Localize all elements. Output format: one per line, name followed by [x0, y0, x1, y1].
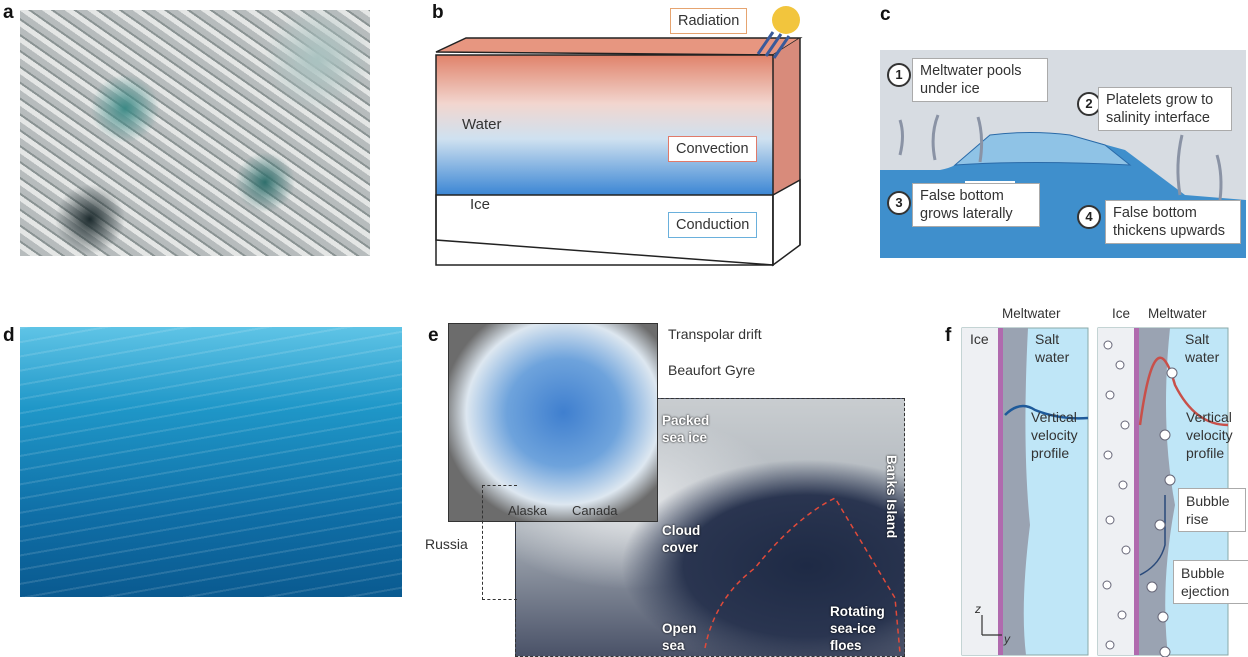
panel-e-label: e — [428, 325, 439, 346]
sea-ice-photo — [20, 10, 370, 256]
step-1-text: Meltwater pools under ice — [912, 58, 1048, 102]
open-sea-label: Open sea — [662, 621, 697, 653]
ice-label-left: Ice — [970, 331, 989, 347]
panel-c-label: c — [880, 4, 891, 25]
salt-water-label-left: Salt water — [1035, 331, 1070, 365]
step-4-badge: 4 — [1077, 205, 1101, 229]
step-2-text: Platelets grow to salinity interface — [1098, 87, 1232, 131]
transpolar-drift-label: Transpolar drift — [668, 326, 762, 342]
conduction-label: Conduction — [668, 212, 758, 238]
velocity-profile-label-right: Vertical velocity profile — [1186, 409, 1233, 461]
panel-f-label: f — [945, 325, 952, 346]
step-1-badge: 1 — [887, 63, 911, 87]
rotating-floes-label: Rotating sea-ice floes — [830, 604, 885, 653]
ice-label: Ice — [470, 196, 491, 213]
convection-label: Convection — [668, 136, 757, 162]
panel-d-label: d — [3, 325, 15, 346]
step-2-badge: 2 — [1077, 92, 1101, 116]
step-3-text: False bottom grows laterally — [912, 183, 1040, 227]
ocean-surface-render — [20, 327, 402, 597]
axis-z-label: z — [975, 602, 981, 616]
beaufort-gyre-label: Beaufort Gyre — [668, 362, 756, 378]
meltwater-label-right: Meltwater — [1148, 306, 1207, 321]
salt-water-label-right: Salt water — [1185, 331, 1220, 365]
canada-label: Canada — [572, 503, 618, 518]
ice-label-right: Ice — [1112, 306, 1131, 321]
meltwater-label-left: Meltwater — [1002, 306, 1061, 321]
axis-y-label: y — [1004, 632, 1010, 646]
alaska-label: Alaska — [508, 503, 548, 518]
step-4-text: False bottom thickens upwards — [1105, 200, 1241, 244]
packed-sea-ice-label: Packed sea ice — [662, 413, 710, 445]
radiation-label: Radiation — [670, 8, 748, 34]
panel-b-label: b — [432, 2, 444, 23]
banks-island-label: Banks Island — [884, 455, 899, 539]
cloud-cover-label: Cloud cover — [662, 523, 701, 555]
arctic-inset-map — [448, 323, 658, 522]
water-label: Water — [462, 116, 502, 133]
bubble-rise-label: Bubble rise — [1178, 488, 1246, 532]
floe-outline — [704, 497, 901, 654]
velocity-profile-label-left: Vertical velocity profile — [1031, 409, 1078, 461]
step-3-badge: 3 — [887, 191, 911, 215]
sun-icon — [772, 6, 800, 34]
panel-a-label: a — [3, 2, 14, 23]
bubble-ejection-label: Bubble ejection — [1173, 560, 1248, 604]
russia-label: Russia — [425, 536, 468, 552]
inset-connector — [482, 485, 517, 600]
